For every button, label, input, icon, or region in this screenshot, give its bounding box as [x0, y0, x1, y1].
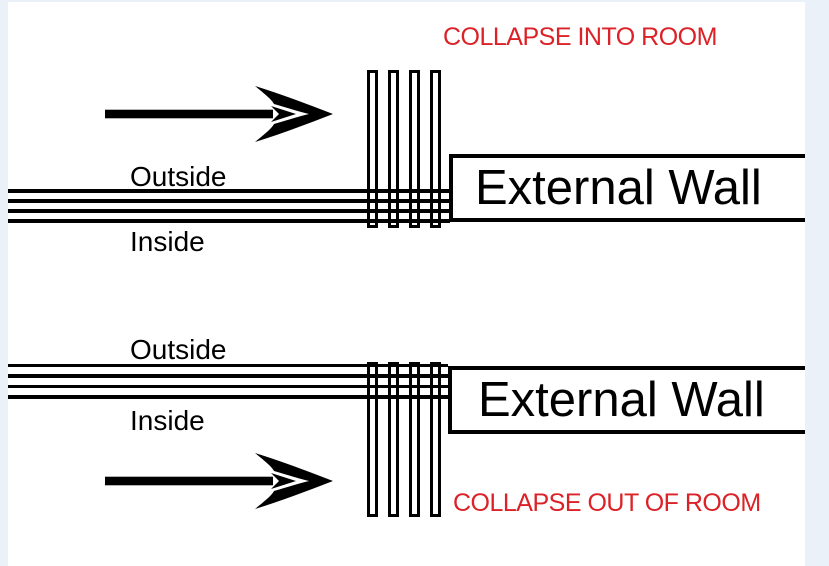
wall-line [8, 395, 448, 399]
wall-line [8, 374, 448, 378]
wall-leaf-bar [409, 361, 420, 517]
wall-line [8, 209, 450, 213]
collapse-into-room-label: COLLAPSE INTO ROOM [443, 23, 717, 51]
collapse-out-of-room-label: COLLAPSE OUT OF ROOM [453, 489, 761, 517]
force-direction-arrow-icon [95, 452, 335, 512]
inside-label: Inside [130, 405, 205, 436]
wall-leaf-bar [429, 361, 441, 517]
external-wall-box: External Wall [449, 154, 805, 222]
diagram-canvas: COLLAPSE INTO ROOM Outside Inside [8, 2, 805, 566]
wall-leaf-bar [367, 70, 378, 228]
wall-leaf-bar [388, 361, 399, 517]
wall-line [8, 199, 450, 203]
outside-label: Outside [130, 161, 227, 192]
inside-label: Inside [130, 226, 205, 257]
wall-line [8, 219, 450, 223]
wall-leaf-bar [367, 361, 378, 517]
wall-leaf-bar [429, 70, 441, 228]
outside-label: Outside [130, 334, 227, 365]
external-wall-box: External Wall [448, 366, 805, 434]
wall-leaf-bar [388, 70, 399, 228]
external-wall-label: External Wall [478, 373, 765, 427]
external-wall-label: External Wall [475, 161, 762, 215]
wall-leaf-bar [409, 70, 420, 228]
force-direction-arrow-icon [95, 85, 335, 145]
wall-line [8, 189, 450, 193]
wall-line [8, 363, 448, 368]
wall-line [8, 384, 448, 389]
